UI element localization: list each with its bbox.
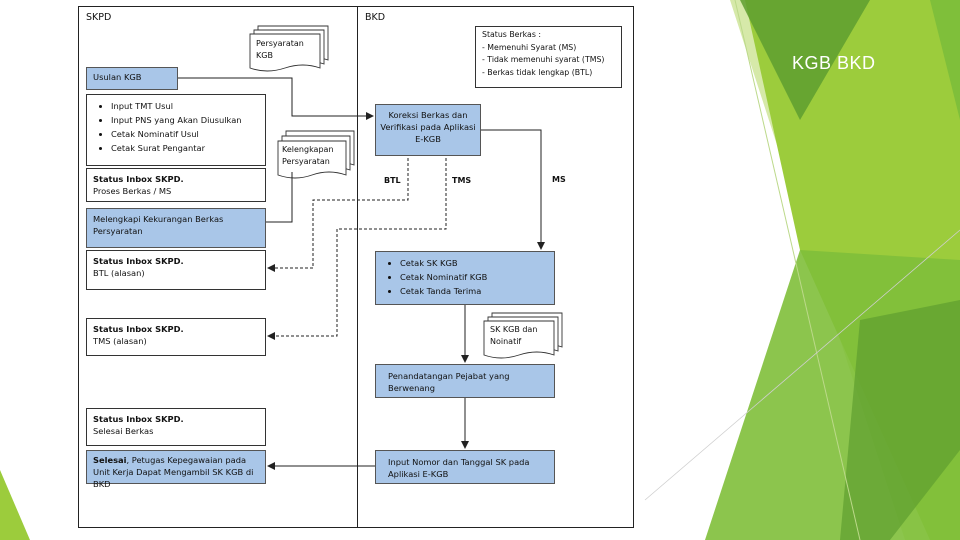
cetak-list: Cetak SK KGB Cetak Nominatif KGB Cetak T… <box>382 257 548 297</box>
list-item: Cetak Nominatif Usul <box>111 128 259 140</box>
diagram-frame <box>78 6 634 528</box>
status-btl-box: Status Inbox SKPD. BTL (alasan) <box>86 250 266 290</box>
doc-line: Persyaratan <box>282 157 330 166</box>
legend-item: - Tidak memenuhi syarat (TMS) <box>482 55 605 64</box>
doc-line: KGB <box>256 51 273 60</box>
doc-line: Noinatif <box>490 337 522 346</box>
green-band-dark <box>740 0 870 120</box>
kelengkapan-doc-text: Kelengkapan Persyaratan <box>282 144 334 168</box>
koreksi-box: Koreksi Berkas dan Verifikasi pada Aplik… <box>375 104 481 156</box>
green-band-deep <box>840 300 960 540</box>
status-text: TMS (alasan) <box>93 336 147 346</box>
legend-item: - Berkas tidak lengkap (BTL) <box>482 67 593 77</box>
persyaratan-doc-text: Persyaratan KGB <box>256 38 304 62</box>
cetak-box: Cetak SK KGB Cetak Nominatif KGB Cetak T… <box>375 251 555 305</box>
sk-kgb-doc-text: SK KGB dan Noinatif <box>490 324 537 348</box>
selesai-bold: Selesai <box>93 455 127 465</box>
status-legend: Status Berkas : - Memenuhi Syarat (MS) -… <box>475 26 622 88</box>
list-item: Cetak Tanda Terima <box>400 285 548 297</box>
status-text: Proses Berkas / MS <box>93 186 172 196</box>
status-proses-box: Status Inbox SKPD. Proses Berkas / MS <box>86 168 266 202</box>
usulan-kgb-box: Usulan KGB <box>86 67 178 90</box>
legend-heading: Status Berkas : <box>482 30 541 39</box>
status-title: Status Inbox SKPD. <box>93 256 184 266</box>
list-item: Cetak SK KGB <box>400 257 548 269</box>
status-text: Selesai Berkas <box>93 426 154 436</box>
flow-label-btl: BTL <box>384 176 401 185</box>
thin-line <box>734 0 861 540</box>
input-steps-box: Input TMT Usul Input PNS yang Akan Diusu… <box>86 94 266 166</box>
list-item: Cetak Nominatif KGB <box>400 271 548 283</box>
list-item: Input TMT Usul <box>111 100 259 112</box>
lane-title-bkd: BKD <box>365 12 386 23</box>
slide-title: KGB BKD <box>792 53 876 73</box>
melengkapi-box: Melengkapi Kekurangan Berkas Persyaratan <box>86 208 266 248</box>
input-nomor-label: Input Nomor dan Tanggal SK pada Aplikasi… <box>388 457 530 479</box>
selesai-text: , Petugas Kepegawaian pada Unit Kerja Da… <box>93 455 254 489</box>
tanda-tangan-label: Penandatangan Pejabat yang Berwenang <box>388 371 510 393</box>
lane-title-skpd: SKPD <box>86 12 112 23</box>
input-steps-list: Input TMT Usul Input PNS yang Akan Diusu… <box>93 100 259 154</box>
green-band-right <box>930 0 960 120</box>
doc-line: Kelengkapan <box>282 145 334 154</box>
thin-line <box>644 229 960 501</box>
list-item: Cetak Surat Pengantar <box>111 142 259 154</box>
input-nomor-box: Input Nomor dan Tanggal SK pada Aplikasi… <box>375 450 555 484</box>
green-corner-left <box>0 470 30 540</box>
status-title: Status Inbox SKPD. <box>93 414 184 424</box>
status-selesai-box: Status Inbox SKPD. Selesai Berkas <box>86 408 266 446</box>
status-tms-box: Status Inbox SKPD. TMS (alasan) <box>86 318 266 356</box>
status-title: Status Inbox SKPD. <box>93 174 184 184</box>
status-text: BTL (alasan) <box>93 268 145 278</box>
status-title: Status Inbox SKPD. <box>93 324 184 334</box>
lane-divider <box>357 6 358 528</box>
usulan-kgb-label: Usulan KGB <box>93 72 142 82</box>
legend-item: - Memenuhi Syarat (MS) <box>482 42 577 52</box>
doc-line: Persyaratan <box>256 39 304 48</box>
tanda-tangan-box: Penandatangan Pejabat yang Berwenang <box>375 364 555 398</box>
koreksi-label: Koreksi Berkas dan Verifikasi pada Aplik… <box>380 110 476 144</box>
flow-label-ms: MS <box>552 175 566 184</box>
doc-line: SK KGB dan <box>490 325 538 334</box>
flow-label-tms: TMS <box>452 176 472 185</box>
melengkapi-label: Melengkapi Kekurangan Berkas Persyaratan <box>93 214 224 236</box>
selesai-final-box: Selesai, Petugas Kepegawaian pada Unit K… <box>86 450 266 489</box>
list-item: Input PNS yang Akan Diusulkan <box>111 114 259 126</box>
